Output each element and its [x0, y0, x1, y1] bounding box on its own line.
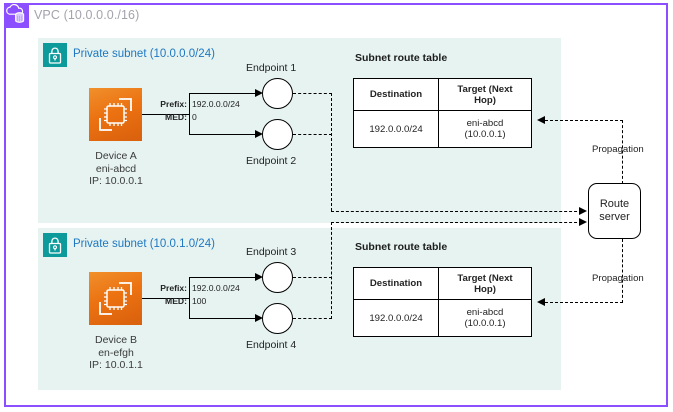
subnet-b-title: Private subnet (10.0.1.0/24) — [73, 238, 215, 250]
med-label-a: MED: — [165, 112, 187, 122]
arrow-propagation-into-table-b — [537, 298, 545, 306]
device-a-link-stub — [142, 114, 190, 116]
device-a-name: Device A — [95, 150, 137, 162]
vpc-title: VPC (10.0.0.0./16) — [34, 8, 140, 22]
device-a-ip: IP: 10.0.0.1 — [89, 175, 143, 187]
dashed-propagation-bottom-horizontal — [545, 302, 623, 303]
dashed-endpoint-3-out — [293, 277, 332, 278]
dashed-propagation-top-vertical — [622, 120, 623, 184]
table-row: 192.0.0.0/24 eni-abcd (10.0.0.1) — [353, 299, 532, 337]
cell-target-b: eni-abcd (10.0.0.1) — [438, 299, 532, 337]
endpoint-3-node[interactable] — [262, 262, 293, 293]
dashed-propagation-bottom-vertical — [622, 239, 623, 303]
endpoint-3-label: Endpoint 3 — [246, 246, 297, 258]
private-subnet-lock-icon — [43, 43, 67, 67]
dashed-propagation-top-horizontal — [545, 120, 623, 121]
prefix-value-b: 192.0.0.0/24 — [192, 283, 240, 293]
device-a-link-junction — [189, 93, 191, 135]
endpoint-1-node[interactable] — [262, 78, 293, 109]
endpoint-4-node[interactable] — [262, 303, 293, 334]
prefix-label-a: Prefix: — [160, 99, 187, 109]
device-chip-icon — [89, 88, 142, 141]
route-server-label: Route server — [599, 198, 630, 224]
device-b-link-to-ep4 — [189, 318, 259, 320]
arrow-propagation-into-table-a — [537, 116, 545, 124]
endpoint-1-label: Endpoint 1 — [246, 62, 297, 74]
cell-target-a-line1: eni-abcd — [466, 118, 504, 129]
device-a-link-to-ep1 — [189, 93, 259, 95]
arrow-to-endpoint-1 — [255, 89, 263, 97]
device-a-eni: eni-abcd — [95, 162, 137, 175]
med-label-b: MED: — [165, 296, 187, 306]
dashed-endpoint-4-out — [293, 318, 332, 319]
cell-target-a-line2: (10.0.0.1) — [464, 129, 506, 140]
route-server-label-line1: Route — [599, 198, 630, 210]
vpc-cloud-icon — [4, 3, 29, 28]
arrow-to-endpoint-4 — [255, 314, 263, 322]
device-b-label: Device B en-efgh IP: 10.0.1.1 — [66, 334, 166, 372]
endpoint-2-node[interactable] — [262, 119, 293, 150]
prefix-label-b: Prefix: — [160, 283, 187, 293]
route-server-label-line2: server — [599, 211, 630, 223]
prefix-value-a: 192.0.0.0/24 — [192, 99, 240, 109]
arrow-to-endpoint-3 — [255, 273, 263, 281]
device-b-link-junction — [189, 277, 191, 319]
cell-target-a: eni-abcd (10.0.0.1) — [438, 110, 532, 148]
subnet-a-title: Private subnet (10.0.0.0/24) — [73, 48, 215, 60]
cell-destination-a: 192.0.0.0/24 — [353, 110, 439, 148]
table-row: 192.0.0.0/24 eni-abcd (10.0.0.1) — [353, 110, 532, 148]
dashed-trunk-subnet-a — [331, 93, 332, 211]
col-destination-a: Destination — [353, 78, 439, 111]
device-b-link-stub — [142, 298, 190, 300]
med-value-a: 0 — [192, 112, 197, 122]
endpoint-2-label: Endpoint 2 — [246, 155, 297, 167]
dashed-endpoint-2-out — [293, 134, 332, 135]
arrow-into-route-server-top — [579, 207, 587, 215]
arrow-to-endpoint-2 — [255, 130, 263, 138]
device-b-ip: IP: 10.0.1.1 — [89, 359, 143, 371]
private-subnet-lock-icon — [43, 233, 67, 257]
device-b-link-to-ep3 — [189, 277, 259, 279]
cell-target-b-line2: (10.0.0.1) — [464, 318, 506, 329]
med-value-b: 100 — [192, 296, 207, 306]
dashed-endpoint-1-out — [293, 93, 332, 94]
route-table-b-title: Subnet route table — [355, 241, 448, 253]
propagation-label-top: Propagation — [592, 144, 644, 155]
device-a-label: Device A eni-abcd IP: 10.0.0.1 — [66, 150, 166, 188]
dashed-trunk-subnet-b — [331, 222, 332, 319]
device-chip-icon — [89, 272, 142, 325]
propagation-label-bottom: Propagation — [592, 273, 644, 284]
cell-destination-b: 192.0.0.0/24 — [353, 299, 439, 337]
endpoint-4-label: Endpoint 4 — [246, 339, 297, 351]
route-table-a-title: Subnet route table — [355, 52, 448, 64]
device-a-link-to-ep2 — [189, 134, 259, 136]
arrow-into-route-server-bottom — [579, 218, 587, 226]
route-server-node[interactable]: Route server — [588, 183, 641, 239]
dashed-subnet-a-to-route-server — [331, 211, 582, 212]
col-destination-b: Destination — [353, 267, 439, 300]
device-b-name: Device B — [94, 334, 137, 346]
cell-target-b-line1: eni-abcd — [466, 307, 504, 318]
device-b-eni: en-efgh — [98, 346, 134, 359]
dashed-subnet-b-to-route-server — [331, 222, 582, 223]
